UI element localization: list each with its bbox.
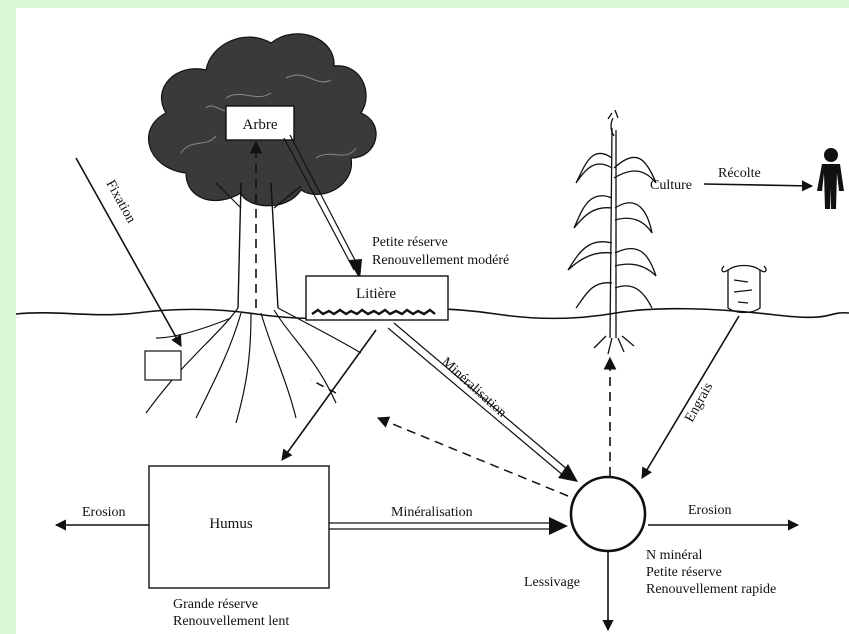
erosion-left-label: Erosion <box>82 505 126 520</box>
diagram-canvas: Arbre Litière Petite réserve Renouvellem… <box>16 8 849 634</box>
engrais-arrow <box>642 316 739 478</box>
erosion-right-label: Erosion <box>688 503 732 518</box>
humus-note-2: Renouvellement lent <box>173 614 289 629</box>
person-icon <box>817 148 844 209</box>
recolte-arrow <box>704 184 812 186</box>
arbre-label: Arbre <box>243 117 278 133</box>
lessivage-label: Lessivage <box>524 575 580 590</box>
humus-label: Humus <box>209 516 253 532</box>
humus-note-1: Grande réserve <box>173 597 258 612</box>
litiere-label: Litière <box>356 286 396 302</box>
nitrogen-cycle-diagram: Arbre Litière Petite réserve Renouvellem… <box>16 8 849 634</box>
uptake-dashed-arrow-tree <box>378 418 568 496</box>
culture-label: Culture <box>650 178 692 193</box>
n-mineral-pool <box>571 477 645 551</box>
mineralisation-top-label: Minéralisation <box>438 355 509 421</box>
mineralisation-mid-label: Minéralisation <box>391 505 473 520</box>
fixation-label: Fixation <box>103 178 139 226</box>
fertilizer-bag-icon <box>722 266 766 313</box>
root-nodule-box <box>145 351 181 380</box>
litiere-note-1: Petite réserve <box>372 235 448 250</box>
litiere-to-humus-arrow <box>282 330 376 460</box>
root-dashed-link <box>311 380 336 393</box>
litiere-note-2: Renouvellement modéré <box>372 253 509 268</box>
fixation-arrow <box>76 158 181 346</box>
recolte-label: Récolte <box>718 166 761 181</box>
nmin-note-1: N minéral <box>646 548 702 563</box>
nmin-note-2: Petite réserve <box>646 565 722 580</box>
nmin-note-3: Renouvellement rapide <box>646 582 776 597</box>
